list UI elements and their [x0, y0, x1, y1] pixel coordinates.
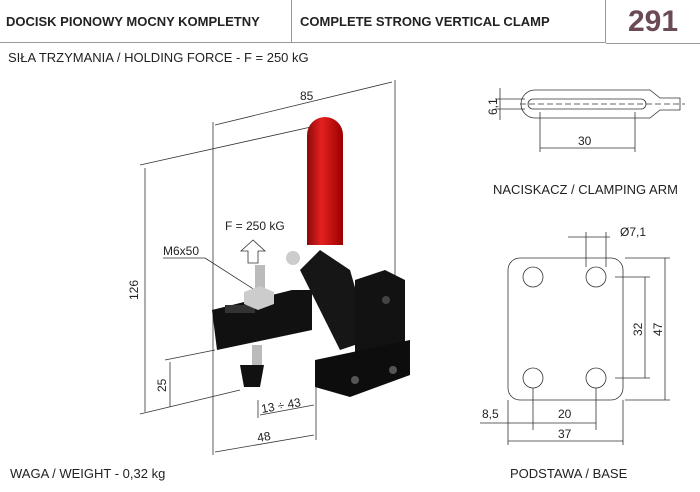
clamp-illustration [212, 117, 410, 397]
dim-range: 13 ÷ 43 [260, 395, 302, 416]
dim-32: 32 [631, 322, 645, 336]
dim-8-5: 8,5 [482, 407, 499, 421]
dim-slot-length: 30 [578, 134, 592, 148]
dim-20: 20 [558, 407, 572, 421]
title-english: COMPLETE STRONG VERTICAL CLAMP [292, 0, 606, 43]
title-polish: DOCISK PIONOWY MOCNY KOMPLETNY [0, 0, 292, 43]
dim-hole: Ø7,1 [620, 225, 646, 239]
weight: WAGA / WEIGHT - 0,32 kg [10, 466, 166, 481]
nut [244, 286, 274, 310]
screw-label: M6x50 [163, 244, 199, 258]
rubber-tip [240, 365, 264, 387]
force-arrow-icon [239, 239, 267, 264]
holding-force: SIŁA TRZYMANIA / HOLDING FORCE - F = 250… [8, 50, 309, 65]
dim-85: 85 [300, 89, 314, 103]
catalog-number: 291 [606, 0, 700, 44]
dim-48: 48 [256, 429, 272, 445]
clamp-dimensions [139, 80, 396, 455]
dim-37: 37 [558, 427, 572, 441]
screw [255, 265, 265, 295]
dim-slot-width: 6,1 [486, 98, 500, 115]
dim-47: 47 [651, 322, 665, 336]
red-handle [307, 117, 343, 245]
base-drawing [480, 232, 670, 445]
dim-126: 126 [127, 280, 141, 300]
dim-25: 25 [155, 378, 169, 392]
arm-label: NACISKACZ / CLAMPING ARM [493, 182, 678, 197]
base-label: PODSTAWA / BASE [510, 466, 628, 481]
arm-drawing [495, 88, 685, 152]
force-label: F = 250 kG [225, 219, 285, 233]
